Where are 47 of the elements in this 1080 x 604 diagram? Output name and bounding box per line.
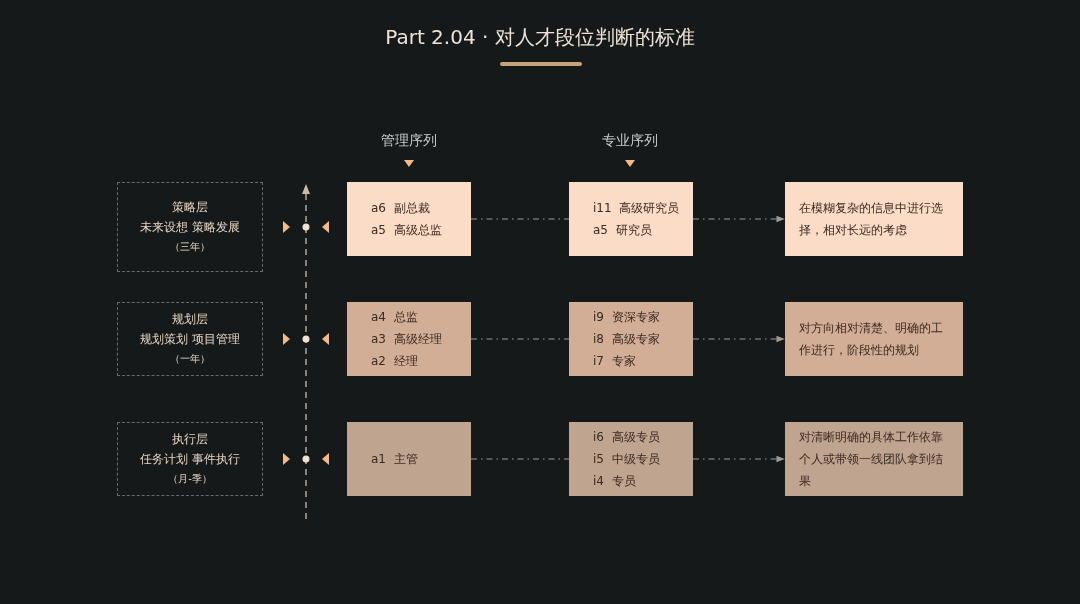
connector-line — [470, 338, 570, 340]
rank-title: i11 高级研究员 — [593, 200, 681, 217]
rank-title: a5 研究员 — [593, 222, 653, 239]
rank-title: a2 经理 — [371, 353, 419, 370]
rank-title: i5 中级专员 — [593, 451, 661, 468]
description-text: 对清晰明确的具体工作依靠个人或带领一线团队拿到结果 — [799, 429, 944, 490]
rank-box — [347, 182, 471, 256]
description-box — [785, 422, 963, 496]
description-box — [785, 302, 963, 376]
description-text: 在模糊复杂的信息中进行选择，相对长远的考虑 — [799, 200, 944, 239]
arrow — [692, 455, 785, 463]
description-text: 对方向相对清楚、明确的工作进行，阶段性的规划 — [799, 320, 944, 359]
rank-title: a5 高级总监 — [371, 222, 443, 239]
column-header: 管理序列 — [381, 132, 437, 150]
layer-tasks: 未来设想 策略发展 — [140, 219, 240, 236]
layer-box — [117, 302, 263, 376]
rank-title: a4 总监 — [371, 309, 419, 326]
connector-line — [470, 458, 570, 460]
rank-title: i6 高级专员 — [593, 429, 661, 446]
rank-box — [347, 422, 471, 496]
rank-box — [569, 182, 693, 256]
rank-title: i9 资深专家 — [593, 309, 661, 326]
rank-box — [347, 302, 471, 376]
layer-title: 策略层 — [172, 199, 208, 216]
rank-box — [569, 422, 693, 496]
time-span: （一年） — [170, 352, 210, 366]
rank-box — [569, 302, 693, 376]
rank-title: a3 高级经理 — [371, 331, 443, 348]
rank-title: a1 主管 — [371, 451, 419, 468]
time-span: （三年） — [170, 240, 210, 254]
column-header: 专业序列 — [602, 132, 658, 150]
rank-title: a6 副总裁 — [371, 200, 431, 217]
layer-tasks: 任务计划 事件执行 — [140, 451, 240, 468]
connector-line — [470, 218, 570, 220]
layer-tasks: 规划策划 项目管理 — [140, 331, 240, 348]
description-box — [785, 182, 963, 256]
layer-box — [117, 182, 263, 272]
arrow — [692, 335, 785, 343]
layer-title: 规划层 — [172, 311, 208, 328]
rank-title: i4 专员 — [593, 473, 637, 490]
title: Part 2.04 · 对人才段位判断的标准 — [385, 24, 695, 51]
layer-title: 执行层 — [172, 431, 208, 448]
time-span: （月-季） — [168, 472, 212, 486]
layer-box — [117, 422, 263, 496]
arrow — [692, 215, 785, 223]
rank-title: i7 专家 — [593, 353, 637, 370]
rank-title: i8 高级专家 — [593, 331, 661, 348]
